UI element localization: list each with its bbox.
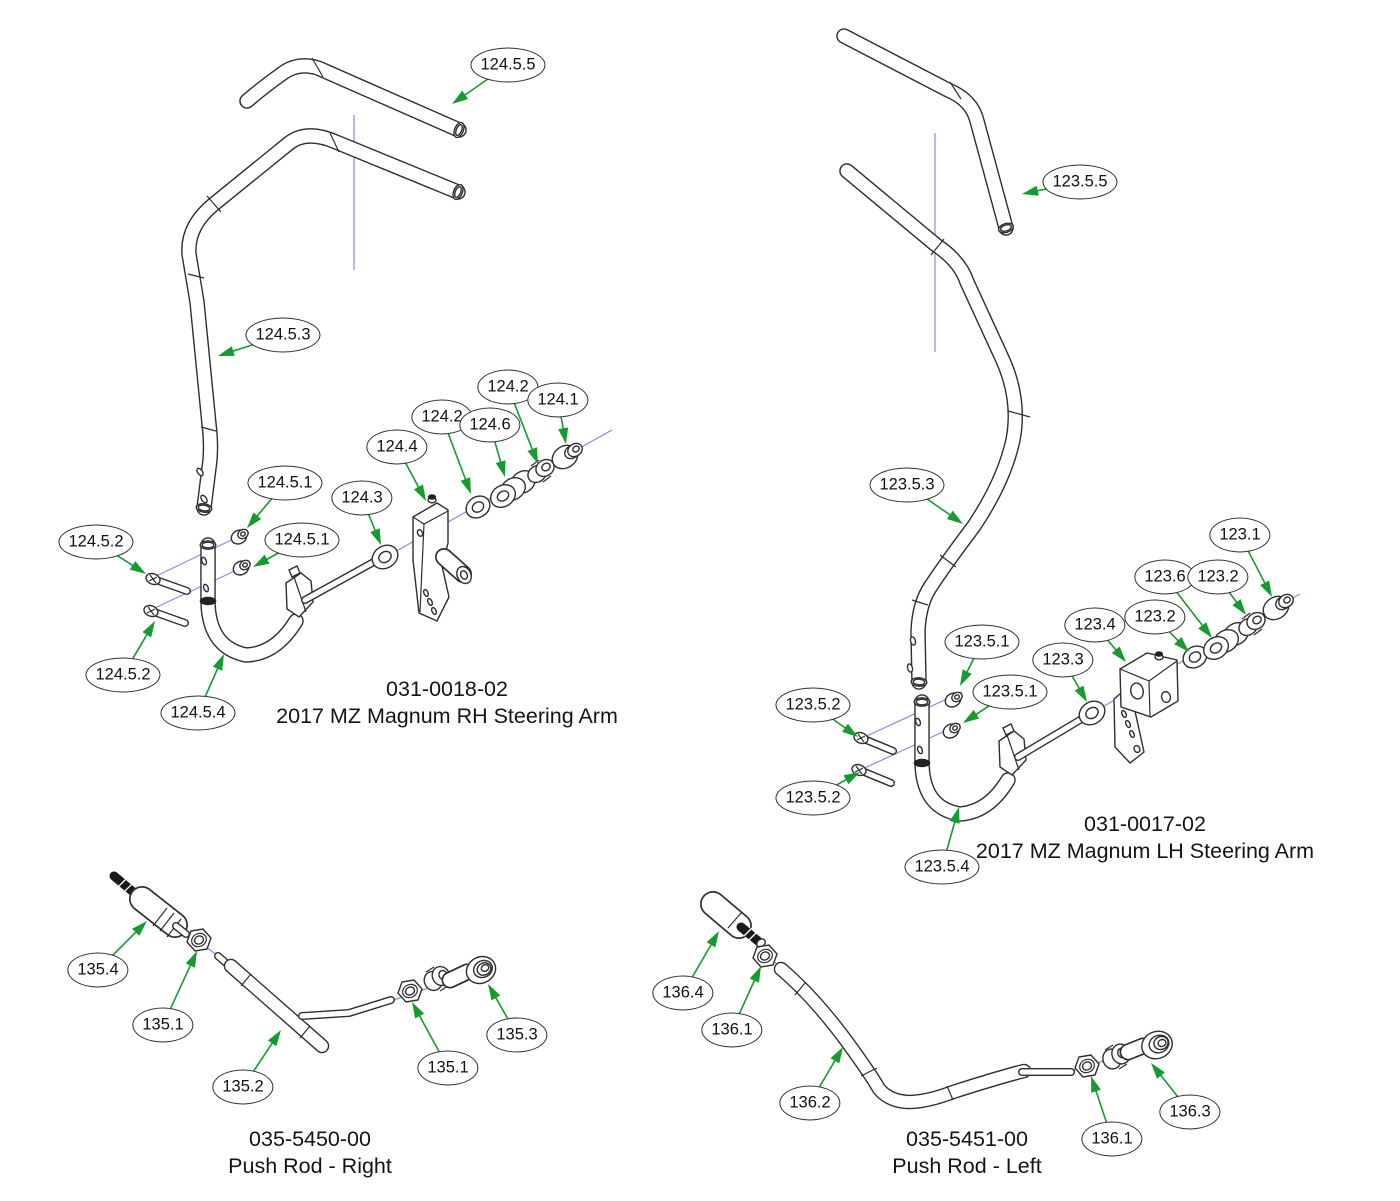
push-rod-left-drawing <box>700 891 1173 1102</box>
callout-136.1: 136.1 <box>701 1012 763 1048</box>
part-124.5.1-nut-upper <box>230 528 249 545</box>
part-123.4-pivot-bracket <box>1113 651 1179 764</box>
assembly-title-push-rod-left: 035-5451-00 Push Rod - Left <box>892 1126 1041 1180</box>
callout-123.5.4: 123.5.4 <box>904 849 980 885</box>
callout-135.2: 135.2 <box>212 1069 274 1105</box>
callout-124.4: 124.4 <box>366 429 428 465</box>
part-135.1-jam-nut-left <box>186 928 212 952</box>
callout-123.5.2: 123.5.2 <box>775 780 851 816</box>
callout-123.5.1: 123.5.1 <box>944 624 1020 660</box>
part-124.5.5-upper-tube <box>247 57 466 139</box>
callout-123.5.2: 123.5.2 <box>775 687 851 723</box>
callout-135.4: 135.4 <box>67 952 129 988</box>
callout-123.5.5: 123.5.5 <box>1042 164 1118 200</box>
callout-124.3: 124.3 <box>331 480 393 516</box>
part-description: 2017 MZ Magnum RH Steering Arm <box>276 704 618 728</box>
callout-124.5.4: 124.5.4 <box>160 695 236 731</box>
callout-124.5.5: 124.5.5 <box>470 47 546 83</box>
part-124.5.3-main-tube <box>188 133 465 513</box>
part-135.3-rod-end <box>441 955 497 989</box>
rh-steering-arm-drawing <box>143 57 613 655</box>
assembly-title-push-rod-right: 035-5450-00 Push Rod - Right <box>228 1126 392 1180</box>
part-124.5.2-bolt-lower <box>143 604 189 627</box>
part-124.1-flange-nut <box>551 442 583 470</box>
part-136.2-push-rod <box>781 969 1071 1102</box>
part-123.3-washer <box>1078 700 1106 726</box>
callout-123.5.3: 123.5.3 <box>869 467 945 503</box>
part-136.4-ball-joint <box>700 891 766 948</box>
part-124.3-washer <box>371 544 399 570</box>
callout-136.4: 136.4 <box>652 975 714 1011</box>
part-123.5.1-nut-upper <box>944 691 963 708</box>
part-123.5.1-nut-lower <box>942 722 961 739</box>
callout-123.5.1: 123.5.1 <box>972 674 1048 710</box>
part-136.3-rod-end <box>1119 1030 1173 1061</box>
part-123.5.3-main-tube <box>847 171 1031 687</box>
callout-136.3: 136.3 <box>1159 1094 1221 1130</box>
part-136.1-jam-nut-left <box>752 944 778 968</box>
lh-steering-arm-drawing <box>844 36 1301 814</box>
part-135.2-push-rod <box>218 956 391 1046</box>
part-123.2-spacer <box>1238 611 1266 637</box>
callout-123.2: 123.2 <box>1124 599 1186 635</box>
part-description: 2017 MZ Magnum LH Steering Arm <box>975 839 1315 863</box>
construction-centerlines <box>147 115 613 612</box>
part-124.5.4-elbow-tube <box>199 541 296 655</box>
clamp-block-rh <box>285 565 314 618</box>
part-number: 035-5451-00 <box>906 1127 1028 1151</box>
callout-136.2: 136.2 <box>779 1085 841 1121</box>
part-123.5.4-elbow-tube <box>913 698 1008 814</box>
callout-135.1: 135.1 <box>132 1007 194 1043</box>
part-number: 035-5450-00 <box>249 1127 371 1151</box>
callout-124.6: 124.6 <box>459 407 521 443</box>
part-135.4-ball-joint <box>109 871 190 938</box>
part-123.5.2-bolt-lower <box>851 763 895 787</box>
part-136.1-jam-nut-right <box>1074 1054 1100 1078</box>
part-123.1-flange-nut <box>1262 593 1294 621</box>
threaded-stud-rh <box>305 558 381 600</box>
callout-135.3: 135.3 <box>486 1017 548 1053</box>
part-124.2-washer-inner <box>465 495 491 519</box>
part-number: 031-0017-02 <box>1084 812 1206 836</box>
callout-124.5.1: 124.5.1 <box>264 522 340 558</box>
assembly-title-lh-steering-arm: 031-0017-02 2017 MZ Magnum LH Steering A… <box>976 811 1314 865</box>
callout-123.4: 123.4 <box>1064 607 1126 643</box>
callout-124.5.2: 124.5.2 <box>85 657 161 693</box>
callout-124.5.1: 124.5.1 <box>247 465 323 501</box>
callout-135.1: 135.1 <box>417 1050 479 1086</box>
callout-123.1: 123.1 <box>1209 517 1271 553</box>
part-124.5.1-nut-lower <box>232 559 251 576</box>
callout-124.5.3: 124.5.3 <box>245 317 321 353</box>
part-description: Push Rod - Left <box>892 1154 1042 1178</box>
callout-123.3: 123.3 <box>1032 642 1094 678</box>
callout-124.5.2: 124.5.2 <box>58 524 134 560</box>
part-124.5.2-bolt-upper <box>145 572 191 595</box>
part-description: Push Rod - Right <box>228 1154 392 1178</box>
callout-124.1: 124.1 <box>527 382 589 418</box>
callout-123.2: 123.2 <box>1187 559 1249 595</box>
threaded-stud-lh <box>1018 717 1085 757</box>
part-123.6-spring-stack <box>1202 622 1250 660</box>
assembly-title-rh-steering-arm: 031-0018-02 2017 MZ Magnum RH Steering A… <box>276 676 618 730</box>
part-number: 031-0018-02 <box>386 677 508 701</box>
part-123.5.5-upper-tube <box>844 36 1015 235</box>
callout-136.1: 136.1 <box>1081 1121 1143 1157</box>
clamp-block-lh <box>998 723 1027 776</box>
part-124.4-pivot-bracket <box>412 494 472 622</box>
part-135.1-jam-nut-right <box>397 979 423 1003</box>
